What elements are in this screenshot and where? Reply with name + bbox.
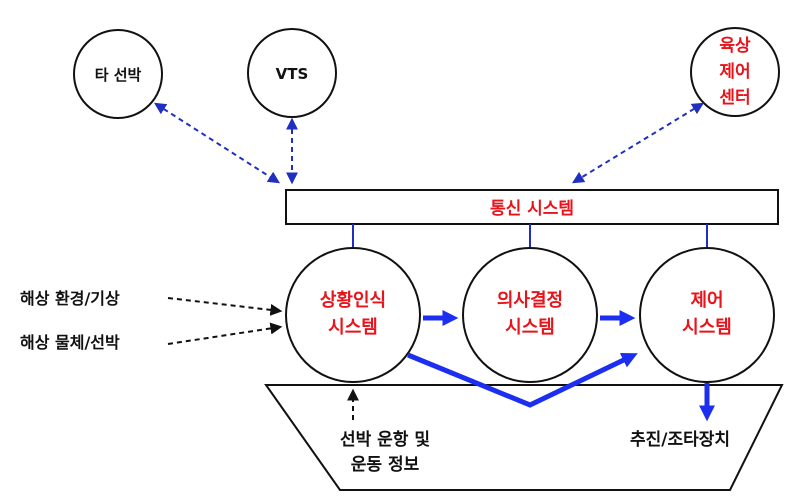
control-line-1: 제어	[690, 290, 723, 311]
decision-making-node	[462, 247, 598, 383]
onshore-center-line-1: 육상	[719, 36, 751, 56]
onshore-center-link	[571, 102, 705, 184]
situation-awareness-line-2: 시스템	[328, 317, 378, 338]
onshore-center-line-3: 센터	[719, 88, 750, 108]
input-marine-environment: 해상 환경/기상	[20, 289, 120, 308]
actuators-label: 추진/조타장치	[630, 430, 730, 450]
flow-arrow-sa-to-control-bypass	[407, 352, 638, 408]
other-ship-link	[153, 102, 281, 184]
input-arrow-environment	[167, 297, 283, 316]
vts-label: VTS	[276, 65, 309, 83]
comm-system-label: 통신 시스템	[490, 199, 574, 219]
onshore-center-node	[690, 27, 780, 117]
input-marine-objects: 해상 물체/선박	[20, 333, 120, 352]
input-arrow-objects	[167, 322, 283, 345]
situation-awareness-line-1: 상황인식	[320, 290, 386, 311]
situation-awareness-node	[285, 247, 421, 383]
ship-navigation-info-line-2: 운동 정보	[351, 455, 420, 475]
other-ship-label: 타 선박	[95, 66, 142, 84]
control-line-2: 시스템	[682, 317, 732, 338]
onshore-center-line-2: 제어	[719, 62, 750, 82]
control-node	[639, 247, 775, 383]
other-ship-node	[73, 29, 163, 119]
ship-navigation-info-line-1: 선박 운항 및	[340, 429, 430, 450]
decision-making-line-2: 시스템	[505, 317, 555, 338]
vts-node	[247, 28, 337, 118]
comm-system-box	[285, 189, 779, 225]
decision-making-line-1: 의사결정	[497, 290, 563, 311]
ship-hull	[264, 384, 784, 491]
